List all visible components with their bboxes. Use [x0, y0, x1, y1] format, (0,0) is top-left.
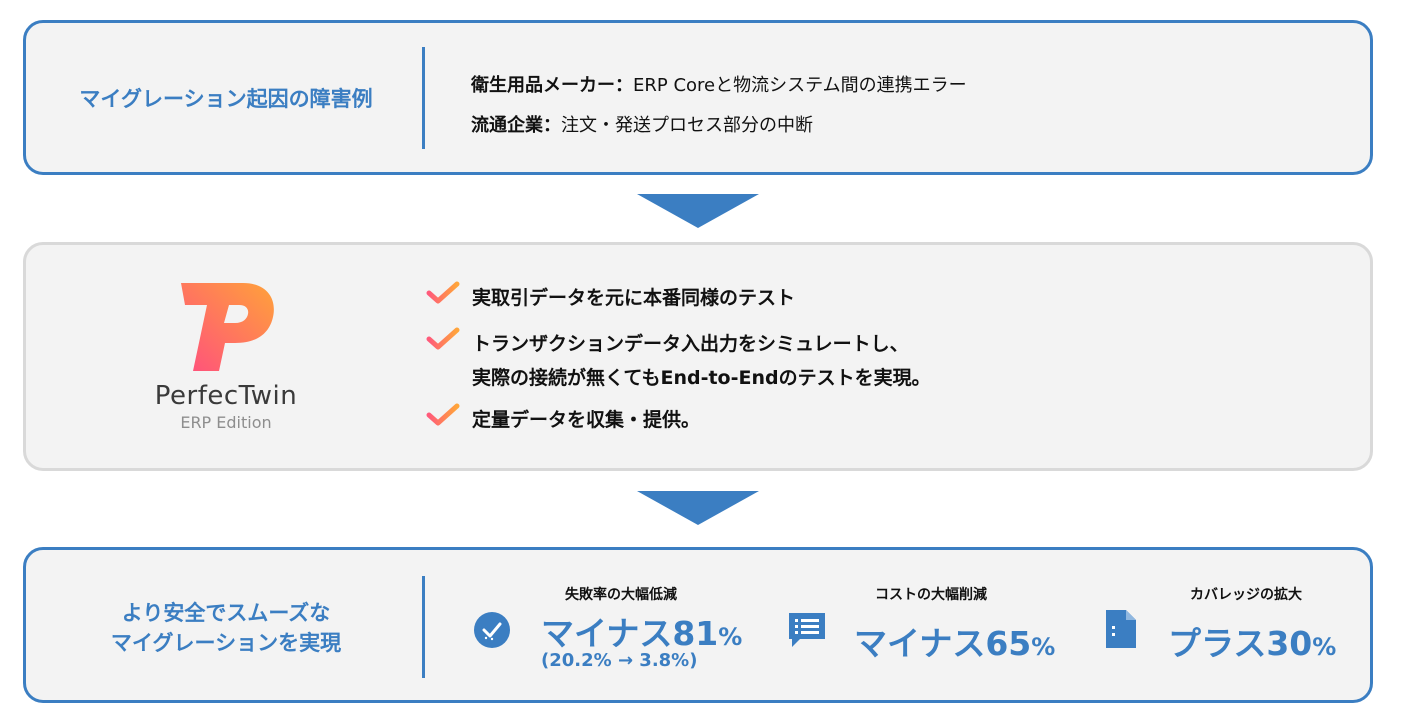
metric-value-coverage: プラス30%: [1168, 617, 1336, 665]
metric-value-number: プラス30: [1168, 624, 1313, 663]
metric-value-failure-rate: マイナス81%: [541, 607, 742, 655]
incident-example-2-text: 注文・発送プロセス部分の中断: [561, 115, 813, 136]
feature-text: トランザクションデータ入出力をシミュレートし、: [472, 333, 909, 355]
divider: [422, 576, 425, 678]
check-circle-icon: [474, 612, 510, 648]
metric-value-number: マイナス81: [541, 614, 719, 653]
result-title-line-1: より安全でスムーズな: [121, 601, 331, 625]
metric-value-unit: %: [1031, 633, 1056, 661]
check-icon: [426, 327, 460, 350]
divider: [422, 47, 425, 149]
product-edition: ERP Edition: [180, 413, 272, 432]
feature-item: 実取引データを元に本番同様のテスト: [426, 281, 795, 315]
result-panel: より安全でスムーズな マイグレーションを実現 失敗率の大幅低減 マイナス81% …: [23, 547, 1373, 703]
perfectwin-logo-mark: [181, 283, 274, 371]
metric-detail-failure-rate: (20.2% → 3.8%): [541, 650, 698, 671]
product-panel: PerfecTwin ERP Edition 実取引データを元に本番同様のテスト…: [23, 242, 1373, 471]
document-icon: [1106, 610, 1136, 648]
check-icon: [426, 281, 460, 304]
metric-value-cost: マイナス65%: [854, 617, 1055, 665]
feature-item: トランザクションデータ入出力をシミュレートし、 実際の接続が無くてもEnd-to…: [426, 327, 931, 395]
metric-caption-failure-rate: 失敗率の大幅低減: [565, 587, 677, 603]
check-icon: [426, 403, 460, 426]
feature-text: 定量データを収集・提供。: [472, 409, 701, 431]
incident-example-1: 衛生用品メーカー：ERP Coreと物流システム間の連携エラー: [471, 71, 967, 97]
feature-text-continued: 実際の接続が無くてもEnd-to-Endのテストを実現。: [472, 367, 931, 389]
metric-caption-cost: コストの大幅削減: [875, 587, 987, 603]
feature-text: 実取引データを元に本番同様のテスト: [472, 287, 796, 309]
incident-example-2-label: 流通企業：: [471, 115, 561, 136]
product-name: PerfecTwin: [154, 381, 298, 411]
incident-example-1-text: ERP Coreと物流システム間の連携エラー: [633, 75, 967, 96]
down-arrow-icon: [637, 194, 759, 228]
message-list-icon: [789, 613, 825, 647]
metric-value-number: マイナス65: [854, 624, 1032, 663]
perfectwin-logo: PerfecTwin ERP Edition: [136, 275, 316, 432]
result-title-line-2: マイグレーションを実現: [110, 631, 342, 655]
metric-caption-coverage: カバレッジの拡大: [1190, 587, 1302, 603]
metric-value-unit: %: [1312, 633, 1337, 661]
metric-value-unit: %: [718, 623, 743, 651]
incident-examples-panel: マイグレーション起因の障害例 衛生用品メーカー：ERP Coreと物流システム間…: [23, 20, 1373, 175]
incident-example-2: 流通企業：注文・発送プロセス部分の中断: [471, 111, 813, 137]
result-title: より安全でスムーズな マイグレーションを実現: [66, 598, 386, 658]
incident-example-1-label: 衛生用品メーカー：: [471, 75, 633, 96]
incident-examples-title: マイグレーション起因の障害例: [79, 87, 373, 111]
down-arrow-icon: [637, 491, 759, 525]
feature-item: 定量データを収集・提供。: [426, 403, 700, 437]
